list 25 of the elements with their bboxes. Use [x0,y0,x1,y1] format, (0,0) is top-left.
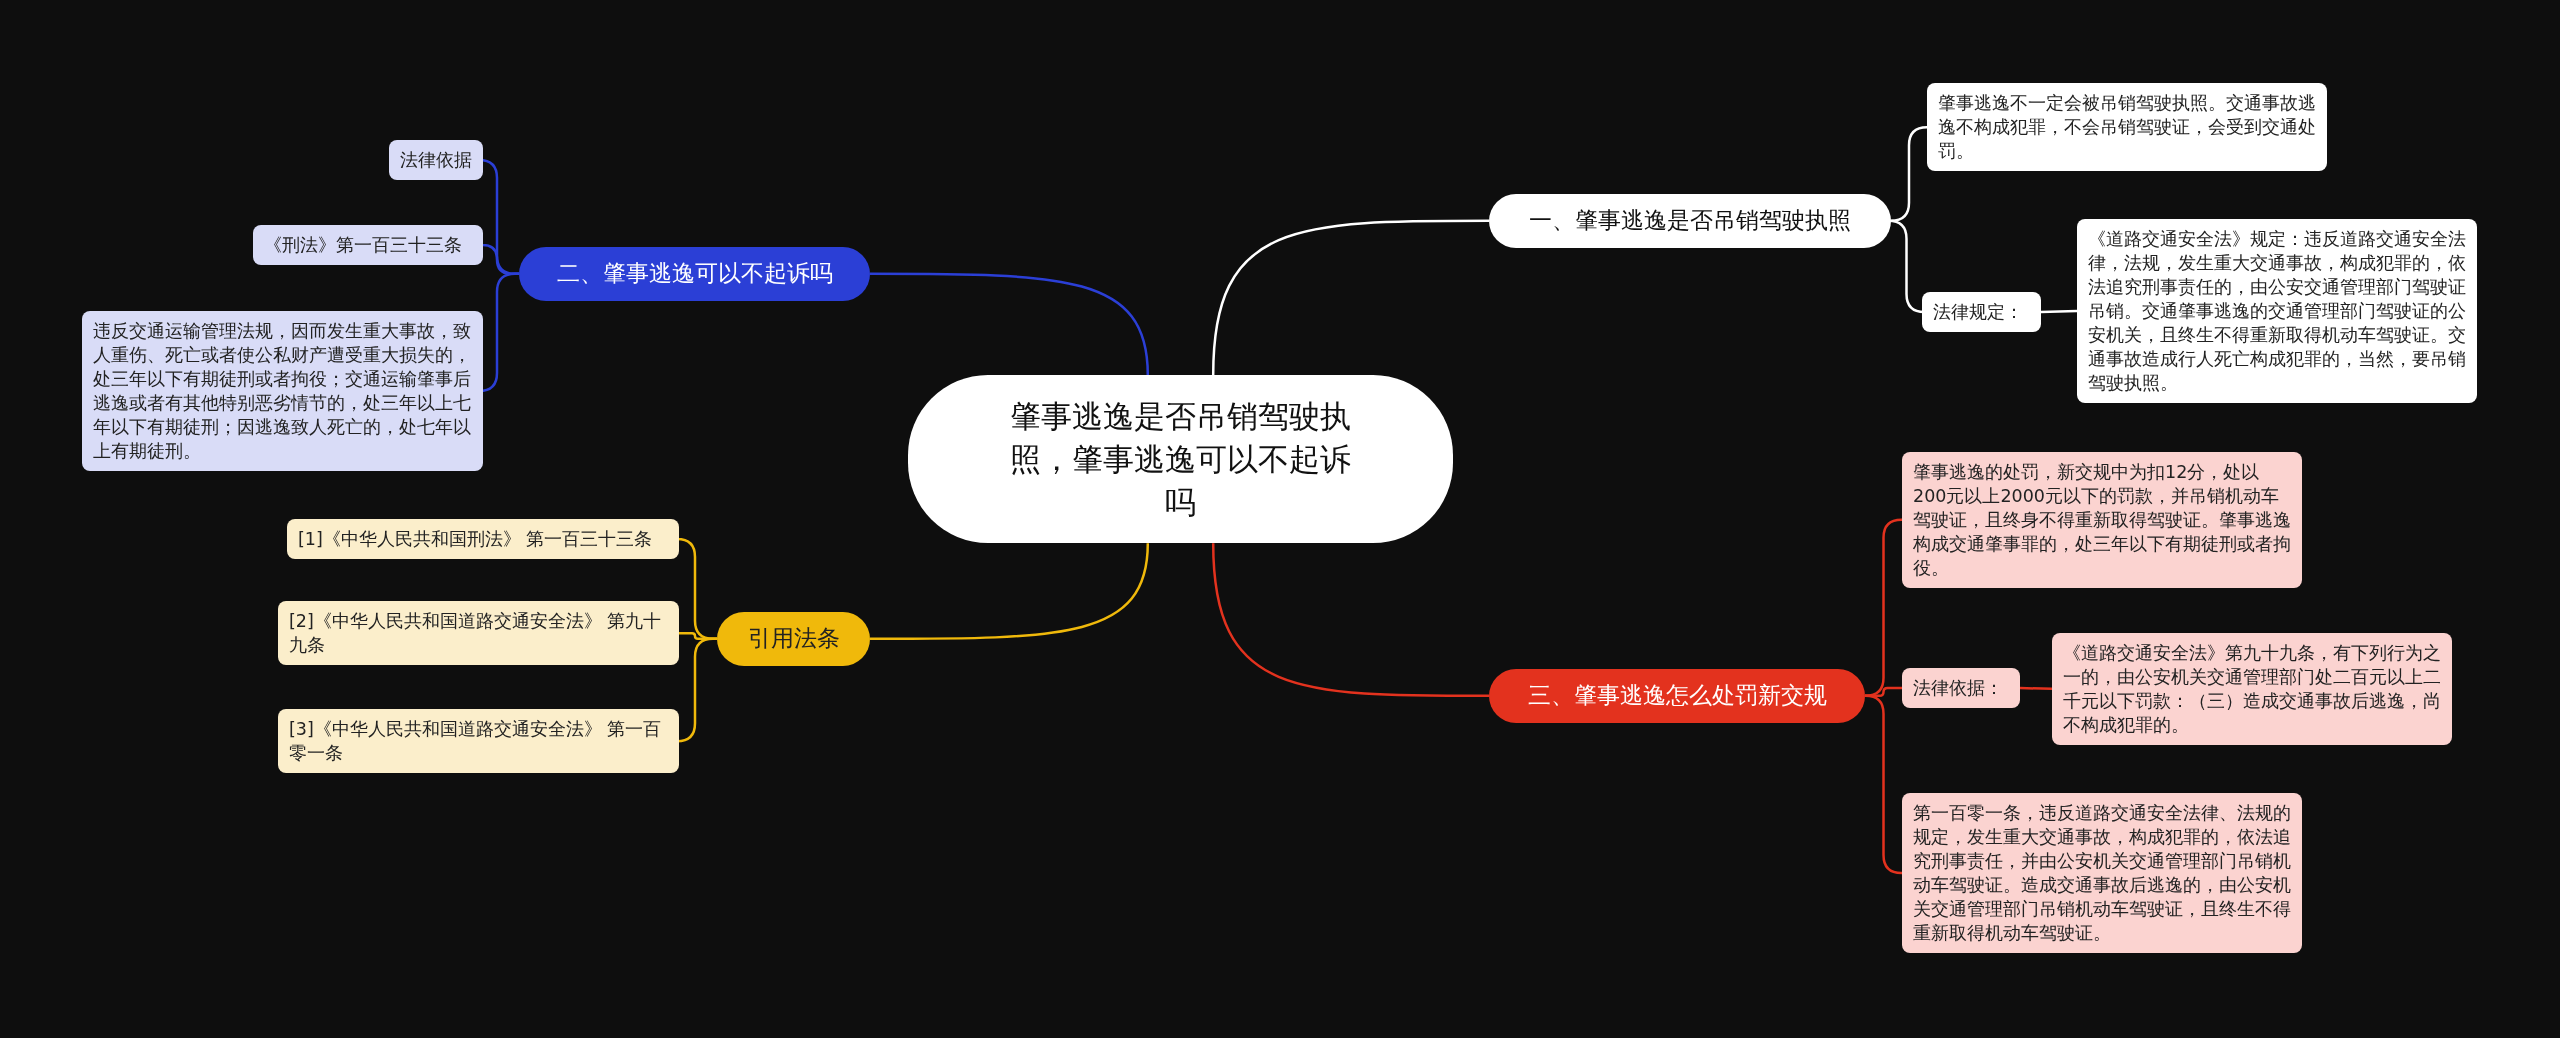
branch-topic: 一、肇事逃逸是否吊销驾驶执照 [1489,194,1891,248]
connector-line [870,272,1150,376]
subtopic-box: 《道路交通安全法》规定：违反道路交通安全法律，法规，发生重大交通事故，构成犯罪的，依法追究刑事责任的，由公安交通管理部门驾驶证吊销。交通肇事逃逸的交通管理部门驾驶证的公安机关，且终生不得重新取得机动车驾驶证。交通事故造成行人死亡构成犯罪的，当然，要吊销驾驶执照。 [2077,218,2477,404]
subtopic-box: [2]《中华人民共和国道路交通安全法》 第九十九条 [278,601,679,666]
subtopic-box: [1]《中华人民共和国刑法》 第一百三十三条 [287,519,679,560]
subtopic-box: 违反交通运输管理法规，因而发生重大事故，致人重伤、死亡或者使公私财产遭受重大损失的，处三年以下有期徒刑或者拘役；交通运输肇事后逃逸或者有其他特别恶劣情节的，处三年以上七年以下有期徒刑；因逃逸致人死亡的，处七年以上有期徒刑。 [82,310,483,472]
subtopic-box: 第一百零一条，违反道路交通安全法律、法规的规定，发生重大交通事故，构成犯罪的，依法追究刑事责任，并由公安机关交通管理部门吊销机动车驾驶证。造成交通事故后逃逸的，由公安机关交通管理部门吊销机动车驾驶证，且终生不得重新取得机动车驾驶证。 [1902,792,2302,954]
branch-topic: 三、肇事逃逸怎么处罚新交规 [1489,669,1865,723]
subtopic-box: 《刑法》第一百三十三条 [253,225,483,266]
branch-topic: 引用法条 [717,612,870,666]
connector-line [2040,309,2078,314]
connector-line [2019,686,2053,691]
central-topic: 肇事逃逸是否吊销驾驶执照，肇事逃逸可以不起诉吗 [908,375,1453,544]
subtopic-box: 法律依据： [1902,668,2020,709]
subtopic-box: 法律依据 [389,140,483,181]
connector-line [870,543,1150,641]
subtopic-box: 法律规定： [1922,292,2041,333]
connector-line [1211,219,1489,376]
subtopic-box: 肇事逃逸不一定会被吊销驾驶执照。交通事故逃逸不构成犯罪，不会吊销驾驶证，会受到交通处罚。 [1927,83,2327,172]
connector-line [1211,543,1489,698]
connector-line [1864,518,1903,698]
subtopic-box: [3]《中华人民共和国道路交通安全法》 第一百零一条 [278,709,679,774]
branch-topic: 二、肇事逃逸可以不起诉吗 [519,247,870,301]
subtopic-box: 肇事逃逸的处罚，新交规中为扣12分，处以200元以上2000元以下的罚款，并吊销机动车驾驶证，且终身不得重新取得驾驶证。肇事逃逸构成交通肇事罪的，处三年以下有期徒刑或者拘役。 [1902,451,2302,589]
subtopic-box: 《道路交通安全法》第九十九条，有下列行为之一的，由公安机关交通管理部门处二百元以上二千元以下罚款：（三）造成交通事故后逃逸，尚不构成犯罪的。 [2052,632,2452,746]
